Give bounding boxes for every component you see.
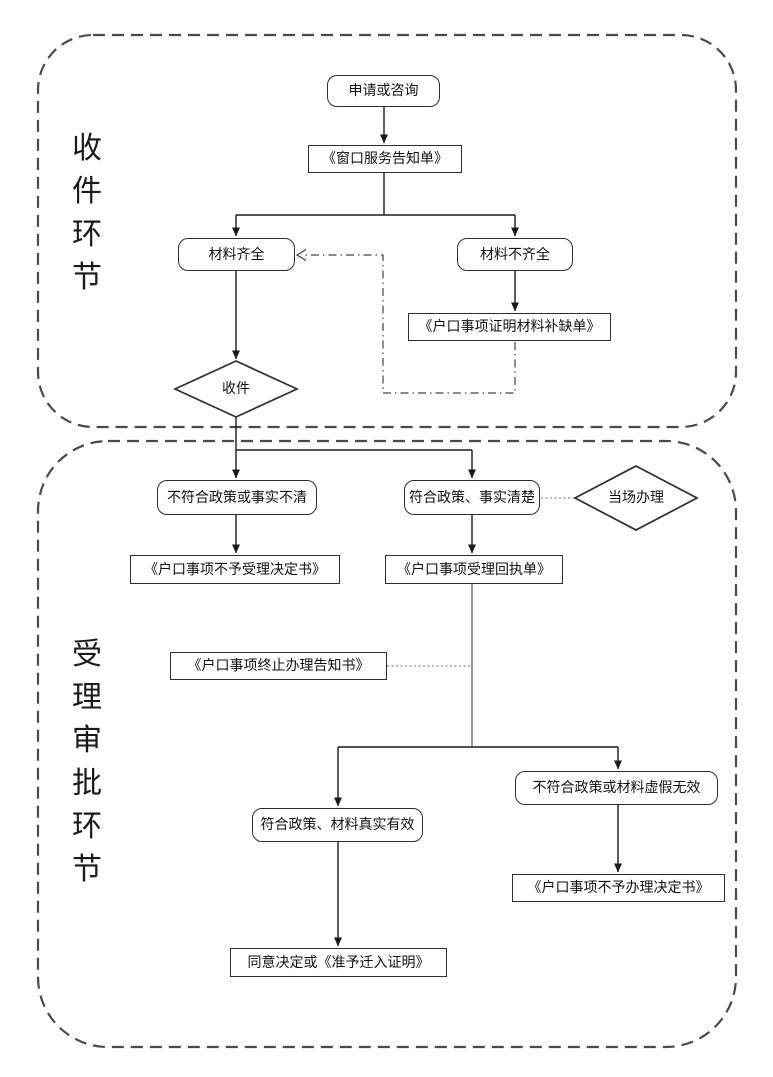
- node-acceptance-receipt-doc: 《户口事项受理回执单》: [385, 555, 563, 584]
- node-rejection-decision-doc: 《户口事项不予受理决定书》: [130, 555, 340, 584]
- section-review-label-char: 受: [72, 638, 102, 671]
- section-review-label: 受 理 审 批 环 节: [55, 633, 119, 891]
- section-review-label-char: 审: [72, 724, 102, 757]
- node-denial-decision-doc: 《户口事项不予办理决定书》: [512, 874, 725, 902]
- node-conforming: 符合政策、事实清楚: [404, 480, 540, 515]
- connector-missing-feedback-dashdot: [301, 254, 516, 394]
- connector-notice-split: [236, 173, 515, 216]
- node-onsite-diamond-label: 当场办理: [608, 489, 664, 506]
- onsite-diamond-shape: [573, 465, 699, 531]
- node-missing-materials-list: 《户口事项证明材料补缺单》: [408, 313, 611, 341]
- section-receiving-border: [36, 33, 738, 429]
- section-receiving-label-char: 环: [72, 218, 102, 251]
- section-review-label-char: 理: [72, 681, 102, 714]
- section-review-label-char: 节: [72, 853, 102, 886]
- section-review-border: [36, 439, 738, 1049]
- section-receiving-label: 收 件 环 节: [55, 127, 119, 299]
- section-receiving-label-char: 收: [72, 132, 102, 165]
- connector-missing-feedback-arrowhead: [295, 248, 307, 262]
- node-materials-valid: 符合政策、材料真实有效: [252, 808, 423, 842]
- node-termination-notice-doc: 《户口事项终止办理告知书》: [170, 652, 387, 680]
- section-review-label-char: 批: [72, 767, 102, 800]
- section-receiving-label-char: 节: [72, 261, 102, 294]
- section-review-label-char: 环: [72, 810, 102, 843]
- node-service-notice: 《窗口服务告知单》: [308, 145, 462, 173]
- section-receiving-label-char: 件: [72, 175, 102, 208]
- node-not-conforming: 不符合政策或事实不清: [157, 480, 317, 515]
- node-materials-invalid: 不符合政策或材料虚假无效: [515, 771, 718, 805]
- node-approval-certificate-doc: 同意决定或《准予迁入证明》: [230, 948, 447, 977]
- node-materials-incomplete: 材料不齐全: [457, 238, 573, 271]
- node-materials-complete: 材料齐全: [178, 238, 295, 271]
- node-receive-diamond-label: 收件: [222, 380, 250, 397]
- connector-receive-split: [235, 417, 472, 451]
- node-apply: 申请或咨询: [327, 75, 440, 107]
